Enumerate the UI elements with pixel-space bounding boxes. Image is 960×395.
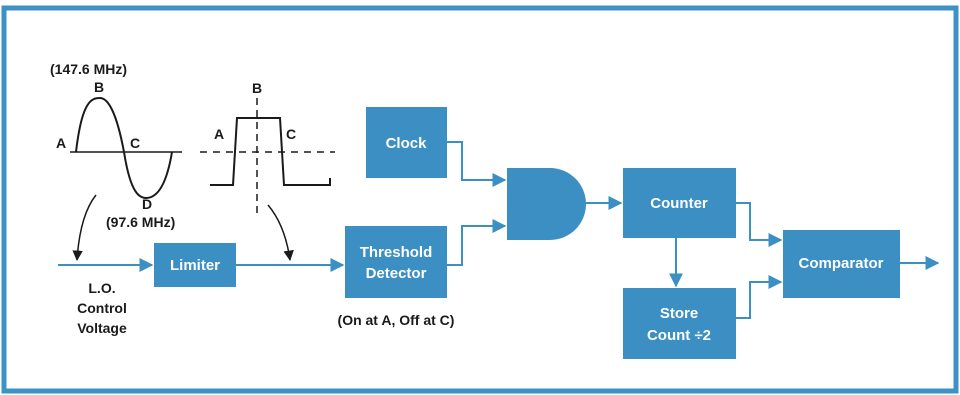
store-label-line2: Count ÷2 (647, 327, 711, 344)
square-point-c: C (286, 126, 296, 142)
wire-clock-to-gate (447, 141, 507, 187)
freq-top-label: (147.6 MHz) (50, 61, 127, 77)
lo-label-line3: Voltage (77, 320, 127, 336)
wire-store-to-comparator (736, 275, 783, 319)
store-label-line1: Store (660, 305, 698, 322)
sine-point-b: B (94, 79, 104, 95)
square-point-a: A (214, 126, 224, 142)
wire-threshold-to-gate (447, 219, 507, 266)
square-point-b: B (252, 80, 262, 96)
limiter-block: Limiter (154, 243, 236, 287)
sine-pointer-arrow (72, 194, 97, 262)
square-waveform (200, 98, 335, 218)
threshold-detector-block: Threshold Detector (345, 226, 447, 298)
lo-label-line2: Control (77, 300, 127, 316)
counter-label: Counter (650, 195, 708, 212)
comparator-block: Comparator (783, 230, 900, 298)
sine-waveform (70, 96, 182, 200)
counter-block: Counter (623, 168, 736, 238)
freq-bottom-label: (97.6 MHz) (106, 214, 175, 230)
store-count-block: Store Count ÷2 (623, 288, 736, 359)
threshold-label-line1: Threshold (360, 244, 433, 261)
threshold-label-line2: Detector (366, 265, 427, 282)
sine-point-d: D (142, 196, 152, 212)
sine-point-c: C (130, 135, 140, 151)
and-gate (507, 168, 586, 240)
diagram-frame (1, 5, 959, 394)
sine-point-a: A (56, 135, 66, 151)
clock-block: Clock (366, 107, 447, 178)
clock-label: Clock (386, 135, 428, 152)
limiter-label: Limiter (170, 257, 220, 274)
wire-counter-to-comparator (736, 202, 783, 247)
square-pointer-arrow (267, 204, 294, 262)
lo-label-line1: L.O. (88, 280, 115, 296)
comparator-label: Comparator (798, 255, 883, 272)
threshold-note: (On at A, Off at C) (338, 312, 455, 328)
